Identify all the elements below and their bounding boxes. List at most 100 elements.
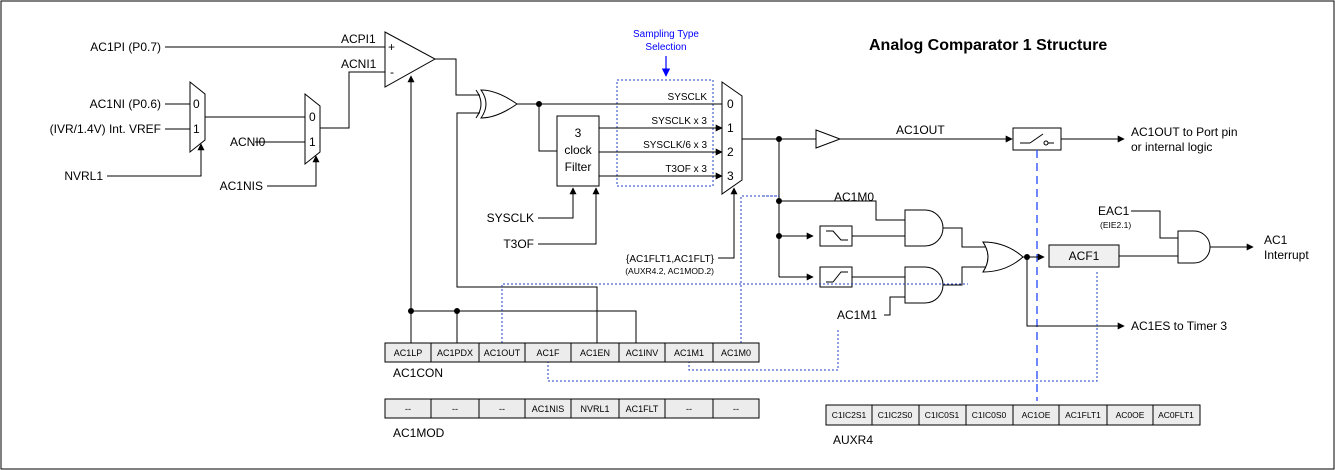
filter-text-2: clock xyxy=(564,143,592,157)
sample-mux-index-2: 2 xyxy=(727,145,734,159)
mux-in-label-1: SYSCLK x 3 xyxy=(651,116,707,127)
ac1f-dotted xyxy=(547,270,1098,382)
filter-in-wire xyxy=(538,104,557,152)
ac1mod-bit-label-7: -- xyxy=(733,404,739,414)
falling-edge-icon xyxy=(826,230,848,241)
sampling-mux xyxy=(721,81,743,195)
timer-out-wire xyxy=(1026,257,1125,330)
ac1mod-bit-label-1: -- xyxy=(452,404,458,414)
auxr4-register: C1IC2S1 C1IC2S0 C1IC0S1 C1IC0S0 AC1OE AC… xyxy=(825,404,1201,447)
ac1mod-bit-label-3: AC1NIS xyxy=(532,404,565,414)
output-switch xyxy=(1012,127,1062,151)
clock-filter-block xyxy=(556,115,600,187)
acni0-label: ACNI0 xyxy=(230,135,266,149)
sysclk-wire xyxy=(538,187,577,219)
vref-label: (IVR/1.4V) Int. VREF xyxy=(50,122,161,136)
timer-output-label: AC1ES to Timer 3 xyxy=(1131,319,1227,333)
nvrl1-label: NVRL1 xyxy=(64,169,103,183)
mux1-in0: 0 xyxy=(309,110,316,124)
acf1-label: ACF1 xyxy=(1069,249,1100,263)
ac1mod-bit-label-4: NVRL1 xyxy=(580,404,609,414)
sampling-type-label-line1: Sampling Type xyxy=(633,29,699,40)
interrupt-label-2: Interrupt xyxy=(1264,248,1309,262)
output-buffer xyxy=(815,129,842,149)
ac1con-bit-label-3: AC1F xyxy=(536,348,560,358)
filter-select-wire xyxy=(718,187,738,259)
auxr4-bit-label-0: C1IC2S1 xyxy=(832,410,867,420)
mux0-in1: 1 xyxy=(193,122,200,136)
mux1-in1: 1 xyxy=(309,135,316,149)
auxr4-bit-label-7: AC0FLT1 xyxy=(1158,410,1194,420)
auxr4-bit-label-3: C1IC0S0 xyxy=(972,410,1007,420)
auxr4-bit-label-1: C1IC2S0 xyxy=(878,410,913,420)
ac1con-bit-label-0: AC1LP xyxy=(394,348,423,358)
eie-label: (EIE2.1) xyxy=(1100,220,1131,230)
auxr4-bit-7 xyxy=(1152,404,1201,426)
ac1con-bit-label-2: AC1OUT xyxy=(484,348,521,358)
and1-out xyxy=(943,227,987,248)
auxr4-bit-label-6: AC0OE xyxy=(1116,410,1145,420)
ac1con-bit-label-5: AC1INV xyxy=(626,348,659,358)
mux-in-label-3: T3OF x 3 xyxy=(665,164,707,175)
ac1inv-tap-wire xyxy=(411,310,637,343)
ac1con-name: AC1CON xyxy=(393,366,443,380)
nvrl1-wire xyxy=(107,143,205,177)
comparator-1 xyxy=(384,31,437,88)
eac1-label: EAC1 xyxy=(1098,204,1130,218)
comparator-minus: - xyxy=(390,65,394,79)
ac1mod-bit-7 xyxy=(712,398,760,419)
and-gate-falling xyxy=(904,209,944,247)
mux-in-label-0: SYSCLK xyxy=(668,92,708,103)
xor-gate xyxy=(480,89,518,119)
ac1m0-dotted xyxy=(740,195,779,343)
sample-mux-index-0: 0 xyxy=(727,97,734,111)
junction-201 xyxy=(776,198,782,204)
interrupt-and-gate xyxy=(1177,230,1211,264)
ac1con-bit-label-6: AC1M1 xyxy=(674,348,704,358)
ac1mod-bit-label-6: -- xyxy=(686,404,692,414)
ac1ni-label: AC1NI (P0.6) xyxy=(90,97,161,111)
acpi1-label: ACPI1 xyxy=(341,32,376,46)
and-gate-rising xyxy=(904,266,944,304)
diagram-title: Analog Comparator 1 Structure xyxy=(869,37,1107,54)
t3of-label: T3OF xyxy=(503,237,534,251)
mux1-out-wire xyxy=(320,71,385,129)
ac1con-bit-label-4: AC1EN xyxy=(580,348,610,358)
auxr4-bit-label-4: AC1OE xyxy=(1022,410,1051,420)
ac1con-register: AC1LP AC1PDX AC1OUT AC1F AC1EN AC1INV AC… xyxy=(384,342,760,380)
sysclk-label: SYSCLK xyxy=(487,211,534,225)
port-output-label-1: AC1OUT to Port pin xyxy=(1131,125,1238,139)
sampling-selection-box xyxy=(616,79,714,187)
or-gate xyxy=(982,241,1024,273)
sample-mux-index-3: 3 xyxy=(727,169,734,183)
comparator-plus: + xyxy=(388,40,395,54)
mux0-in0: 0 xyxy=(193,97,200,111)
input-mux-1 xyxy=(304,92,321,166)
falling-edge-detector xyxy=(819,225,853,247)
filter-select-source: (AUXR4.2, AC1MOD.2) xyxy=(625,266,714,276)
ac1out-label: AC1OUT xyxy=(896,123,945,137)
ac1nis-wire xyxy=(267,155,320,187)
filter-select-label: {AC1FLT1,AC1FLT} xyxy=(626,254,715,265)
sample-to-and1-wire xyxy=(779,200,905,221)
ac1en-wire xyxy=(456,112,598,343)
rising-edge-icon xyxy=(826,271,848,283)
ac1mod-bit-label-0: -- xyxy=(405,404,411,414)
ac1nis-label: AC1NIS xyxy=(220,179,263,193)
ac1mod-bit-label-5: AC1FLT xyxy=(626,404,659,414)
input-mux-0 xyxy=(189,80,206,154)
and2-out xyxy=(943,266,987,286)
ac1mod-register: -- -- -- AC1NIS NVRL1 AC1FLT -- -- AC1MO… xyxy=(384,398,760,440)
filter-text-1: 3 xyxy=(575,126,582,140)
ac1pi-label: AC1PI (P0.7) xyxy=(90,40,161,54)
acni1-label: ACNI1 xyxy=(341,57,377,71)
switch-blade xyxy=(1029,133,1044,144)
ac1m0-label: AC1M0 xyxy=(834,190,874,204)
ac1mod-bit-label-2: -- xyxy=(499,404,505,414)
ac1mod-name: AC1MOD xyxy=(393,426,445,440)
comparator-out-wire xyxy=(435,58,480,96)
auxr4-name: AUXR4 xyxy=(833,433,873,447)
